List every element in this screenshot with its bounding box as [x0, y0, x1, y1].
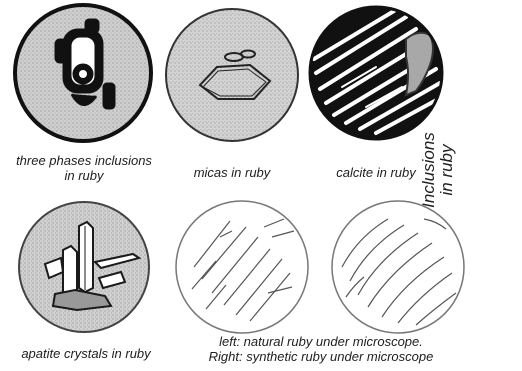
micas-caption: micas in ruby [165, 165, 299, 180]
apatite-caption: apatite crystals in ruby [0, 346, 172, 361]
three-phases-caption-line2: in ruby [64, 168, 103, 183]
synthetic-ruby-view [328, 197, 468, 337]
ruby-comparison-caption-line1: left: natural ruby under microscope. [219, 334, 423, 349]
three-phases-caption-line1: three phases inclusions [16, 153, 152, 168]
micas-view [162, 5, 302, 145]
three-phases-inclusion-view [12, 2, 154, 144]
three-phases-caption: three phases inclusions in ruby [0, 153, 168, 183]
ruby-comparison-caption-line2: Right: synthetic ruby under microscope [209, 349, 434, 364]
side-title-line2: in ruby [437, 144, 456, 195]
natural-ruby-view [172, 197, 312, 337]
apatite-view [15, 198, 153, 336]
ruby-comparison-caption: left: natural ruby under microscope. Rig… [176, 334, 466, 364]
